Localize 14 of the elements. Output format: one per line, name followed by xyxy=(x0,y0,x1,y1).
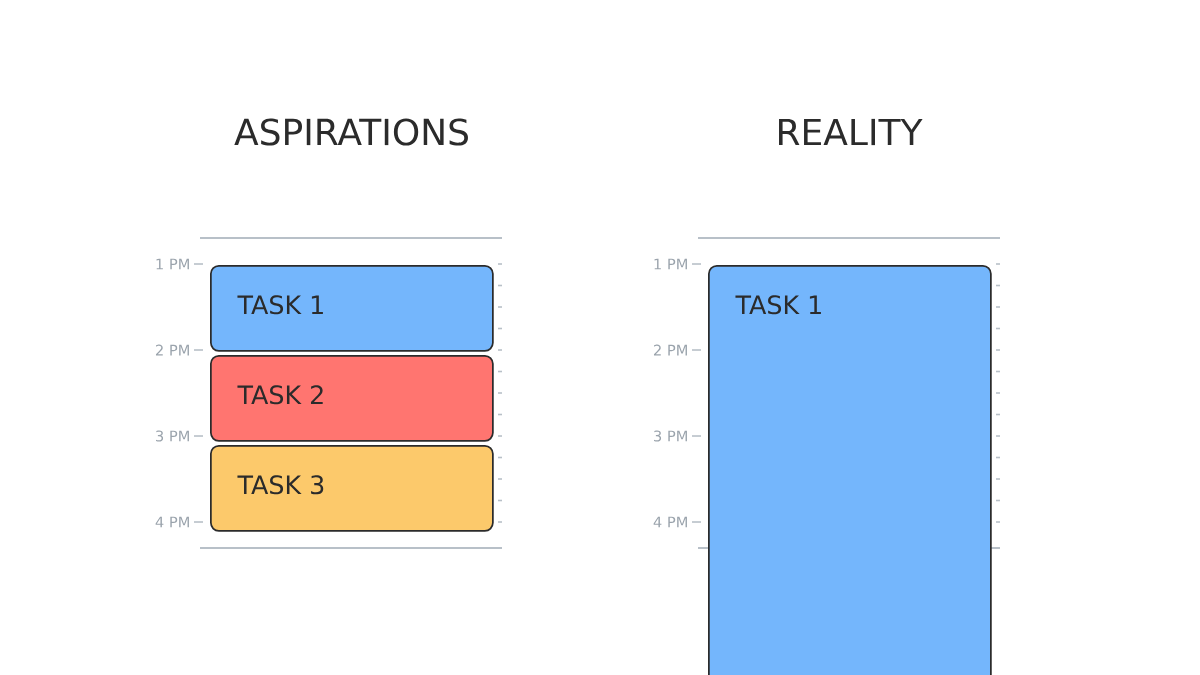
time-label: 2 PM xyxy=(156,344,189,356)
task-block: TASK 1 xyxy=(210,265,494,352)
time-label: 4 PM xyxy=(155,516,189,528)
time-label: 2 PM xyxy=(654,344,687,356)
task-block: TASK 1 xyxy=(708,265,992,675)
time-label: 4 PM xyxy=(653,516,687,528)
task-block: TASK 2 xyxy=(210,355,494,442)
column-title: ASPIRATIONS xyxy=(234,118,468,146)
time-label: 1 PM xyxy=(654,258,687,270)
time-label: 3 PM xyxy=(654,430,687,442)
task-block: TASK 3 xyxy=(210,445,494,532)
time-label: 1 PM xyxy=(156,258,189,270)
time-label: 3 PM xyxy=(156,430,189,442)
column-title: REALITY xyxy=(779,118,923,146)
